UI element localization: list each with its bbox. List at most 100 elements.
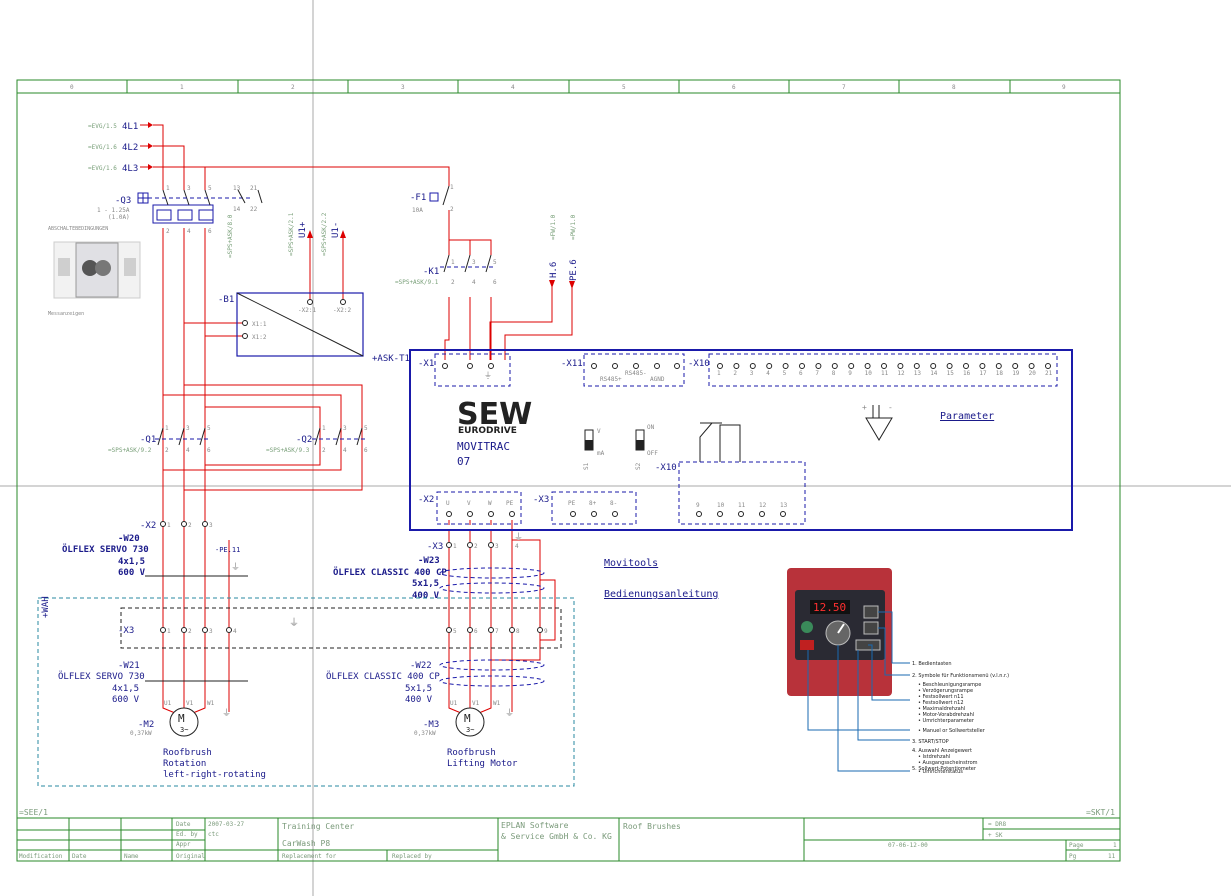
x10-pin[interactable]: [864, 363, 871, 369]
contactor-k1[interactable]: -K1 =SPS+ASK/9.1 1 3 5 2 4 6: [395, 239, 497, 286]
x10b-pin[interactable]: [780, 511, 786, 517]
svg-text:5: 5: [208, 185, 212, 192]
x10-pin[interactable]: [913, 363, 920, 369]
x3-field-pin[interactable]: [467, 627, 473, 633]
x3-field-pin[interactable]: [202, 627, 208, 633]
x10-pin[interactable]: [930, 363, 937, 369]
svg-text:2: 2: [474, 543, 478, 550]
x10-pin[interactable]: [799, 363, 805, 369]
movitrac-drive[interactable]: SEW EURODRIVE MOVITRAC 07 -X1 ⏚ -X11 RS4…: [409, 349, 1073, 531]
m2-m-symbol: M: [178, 712, 185, 725]
svg-text:V: V: [597, 428, 601, 435]
x10-pin[interactable]: [1028, 363, 1035, 369]
manual-link[interactable]: Bedienungsanleitung: [604, 589, 718, 600]
source-name-1[interactable]: 4L1: [122, 122, 138, 132]
svg-text:1: 1: [322, 425, 326, 432]
cable-w21[interactable]: -W21 ÖLFLEX SERVO 730 4x1,5 600 V: [58, 661, 248, 705]
x3-field-pin[interactable]: [488, 627, 494, 633]
panel-legend-item: 3. START/STOP: [912, 739, 949, 745]
svg-text:21: 21: [250, 185, 258, 192]
tb-project: CarWash P8: [282, 839, 330, 848]
breaker-q3[interactable]: -Q3 1 - 1.25A (1.0A) 1 3 5 2 4 6 13 21 1…: [97, 185, 263, 258]
panel-legend-item: • Festsollwert n12: [918, 700, 964, 706]
x10-pin[interactable]: [717, 363, 723, 369]
x10-pin[interactable]: [782, 363, 789, 369]
grid-col-2: 2: [291, 84, 295, 91]
svg-text:S2: S2: [635, 462, 642, 470]
u1-plus[interactable]: U1+: [298, 221, 308, 238]
cable-w23[interactable]: -W23 ÖLFLEX CLASSIC 400 CP 5x1,5 400 V: [333, 556, 545, 601]
w20-pe: -PE.11: [215, 546, 240, 554]
parameter-link[interactable]: Parameter: [940, 411, 994, 422]
x10-pin[interactable]: [897, 363, 904, 369]
sensor-b1[interactable]: -B1 X1:1 X1:2 -X2:1 -X2:2 +ASK-T1: [218, 292, 410, 364]
u1-minus[interactable]: U1-: [331, 222, 341, 238]
x3-field-pin[interactable]: [509, 627, 515, 633]
x1-name: -X1: [418, 359, 434, 369]
fwd-name-2[interactable]: PE.6: [569, 259, 579, 281]
x3-field-pin[interactable]: [446, 627, 452, 633]
x10b-pin[interactable]: [717, 511, 723, 517]
grid-col-8: 8: [952, 84, 956, 91]
svg-text:5: 5: [207, 425, 211, 432]
x10-pin[interactable]: [979, 363, 986, 369]
x10b-pin[interactable]: [696, 511, 702, 517]
x10b-pin[interactable]: [759, 511, 765, 517]
sew-sub: EURODRIVE: [458, 426, 517, 436]
switch-s1[interactable]: V mA S1: [583, 428, 605, 470]
f1-rating: 10A: [412, 207, 423, 214]
x10b-pin[interactable]: [738, 511, 744, 517]
x3-field-pin[interactable]: [181, 627, 187, 633]
x10-pin[interactable]: [815, 363, 822, 369]
svg-text:4: 4: [186, 447, 190, 454]
x10-pin[interactable]: [1012, 363, 1019, 369]
terminal-strip-x2[interactable]: -X2 1 2 3: [140, 521, 213, 531]
x10-pin[interactable]: [733, 363, 740, 369]
source-name-2[interactable]: 4L2: [122, 143, 138, 153]
motor-m2[interactable]: M 3~ ⏚ U1 V1 W1 -M2 0,37kW Roofbrush Rot…: [130, 700, 266, 780]
x2-drive-name: -X2: [418, 495, 434, 505]
x3-field-pin[interactable]: [226, 627, 232, 633]
cable-w20[interactable]: -W20 ÖLFLEX SERVO 730 4x1,5 600 V -PE.11…: [62, 534, 248, 578]
x10-pin[interactable]: [1045, 363, 1051, 369]
movitools-link[interactable]: Movitools: [604, 558, 658, 569]
contactor-q1[interactable]: -Q1 =SPS+ASK/9.2 1 3 5 2 4 6: [108, 425, 211, 454]
u1-signals: =SPS+ASK/2.1 U1+ =SPS+ASK/2.2 U1-: [288, 212, 346, 256]
source-name-3[interactable]: 4L3: [122, 164, 138, 174]
x10-pin[interactable]: [848, 363, 855, 369]
x10-pin[interactable]: [995, 363, 1002, 369]
svg-text:S1: S1: [583, 462, 590, 470]
x10-pin[interactable]: [831, 363, 838, 369]
x10-pin[interactable]: [963, 363, 969, 369]
x10-pin[interactable]: [749, 363, 756, 369]
x3-field-pin-label: 8: [516, 628, 520, 635]
grid-col-1: 1: [180, 84, 184, 91]
svg-text:2: 2: [165, 447, 169, 454]
svg-text:-X2:1: -X2:1: [298, 307, 316, 314]
x3-field-pin[interactable]: [537, 627, 543, 633]
q2-name: -Q2: [296, 435, 312, 445]
w20-ground-icon: ⏚: [231, 562, 240, 573]
fuse-f1[interactable]: -F1 10A 1 2: [410, 184, 454, 214]
x10-pin-label: 5: [783, 370, 787, 377]
fwd-name-1[interactable]: H.6: [549, 262, 559, 278]
svg-text:2: 2: [166, 228, 170, 235]
contactor-q2[interactable]: -Q2 =SPS+ASK/9.3 1 3 5 2 4 6: [266, 425, 368, 454]
grid-col-9: 9: [1062, 84, 1066, 91]
svg-text:6: 6: [364, 447, 368, 454]
x3-field-pin[interactable]: [160, 627, 166, 633]
x3-field-name: -X3: [118, 626, 134, 636]
x10-pin[interactable]: [881, 363, 887, 369]
svg-text:X1:1: X1:1: [252, 321, 267, 328]
source-ref-1: =EVG/1.5: [88, 123, 117, 130]
power-wiring: [153, 124, 573, 700]
x10-pin[interactable]: [946, 363, 953, 369]
svg-text:ctc: ctc: [208, 831, 219, 838]
motor-m3[interactable]: M 3~ ⏚ U1 V1 W1 -M3 0,37kW Roofbrush Lif…: [414, 700, 518, 769]
terminal-strip-x3[interactable]: -X3 1 2 3 4 ⏚: [427, 532, 523, 552]
switch-s2[interactable]: ON OFF S2: [635, 424, 658, 470]
cable-w22[interactable]: -W22 ÖLFLEX CLASSIC 400 CP 5x1,5 400 V: [326, 659, 545, 705]
x10-pin[interactable]: [766, 363, 773, 369]
